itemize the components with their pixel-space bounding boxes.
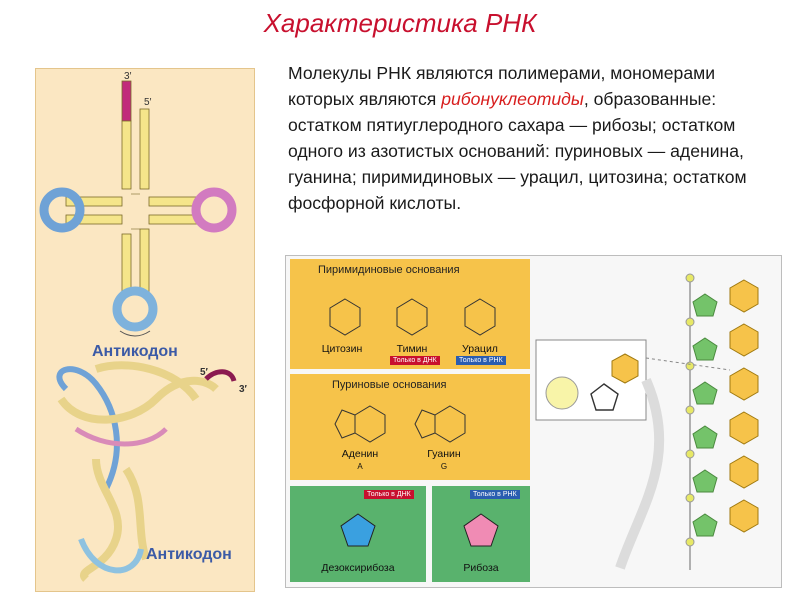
t-arm-bottom [148,214,200,225]
deoxyribose-structure [340,513,376,547]
purine-structures [334,405,466,443]
ribose-box: Только в РНК Рибоза [432,486,530,582]
pyrimidines-box: Пиримидиновые основания Цитозин Тимин Ур… [290,259,530,369]
anticodon-stem-left [121,233,132,295]
guanine-name: Гуанин [427,448,461,460]
uracil-only-rna-tag: Только в РНК [456,356,506,365]
trna-3d-model [56,361,237,582]
anticodon-loop [112,286,158,332]
pointer-line [645,357,731,371]
d-arm-top [65,196,123,207]
sugar-pentagon [590,383,619,411]
d-arm-bottom [65,214,123,225]
trna-cloverleaf [65,80,200,295]
trna-illustration: 3′ 5′ 5′ 3′ Антикодон Антикодон [35,68,255,592]
page-title: Характеристика РНК [263,8,537,38]
nucleotide-chain [685,273,759,570]
ribose-name: Рибоза [463,562,499,574]
deoxyribose-name: Дезоксирибоза [321,562,395,574]
anticodon-label-bottom: Антикодон [146,546,232,563]
ribose-structure [463,513,499,547]
connector-arrow [615,378,665,570]
t-arm-top [148,196,200,207]
adenine-name: Аденин [341,448,379,460]
ribose-only-rna-tag: Только в РНК [470,490,520,499]
deoxyribose-box: Только в ДНК Дезоксирибоза [290,486,426,582]
guanine-ring5 [414,409,436,439]
cca-end [121,80,132,122]
uracil-ring [464,298,496,336]
cytosine-ring [329,298,361,336]
base-hexagon [611,353,639,384]
uracil-name: Урацил [462,343,498,355]
guanine-ring6 [434,405,466,443]
nucleotide-strand-diagram [535,273,759,570]
deoxyribose-only-dna-tag: Только в ДНК [364,490,414,499]
label-3prime: 3′ [124,71,132,82]
paragraph-part1: Молекулы РНК являются полимерами, мономе… [288,63,716,109]
d-loop [39,187,85,233]
cytosine-name: Цитозин [321,343,363,355]
trna-diagram: 3′ 5′ 5′ 3′ [39,71,248,582]
ribonucleotides-term: рибонуклеотиды [441,89,584,109]
acceptor-stem-right [139,108,150,190]
purines-title: Пуриновые основания [332,379,447,391]
description-paragraph: Молекулы РНК являются полимерами, мономе… [288,60,768,216]
t-loop [191,187,237,233]
label-5prime-3d: 5′ [200,367,209,378]
pyrimidine-structures [329,298,496,336]
label-3prime-3d: 3′ [239,384,248,395]
anticodon-label-top: Антикодон [92,343,178,360]
adenine-letter: A [357,462,363,471]
adenine-ring6 [354,405,386,443]
purines-box: Пуриновые основания Аденин A Гуанин G [290,374,530,480]
acceptor-stem-left [121,120,132,190]
anticodon-bracket [119,330,151,337]
paragraph-part2: , образованные: остатком пятиуглеродного… [288,89,747,213]
guanine-letter: G [440,462,448,471]
pyrimidines-title: Пиримидиновые основания [318,264,460,276]
thymine-only-dna-tag: Только в ДНК [390,356,440,365]
thymine-ring [396,298,428,336]
phosphate-circle [545,376,579,410]
thymine-name: Тимин [396,343,428,355]
label-5prime: 5′ [144,97,152,108]
adenine-ring5 [334,409,356,439]
anticodon-stem-right [139,228,150,295]
